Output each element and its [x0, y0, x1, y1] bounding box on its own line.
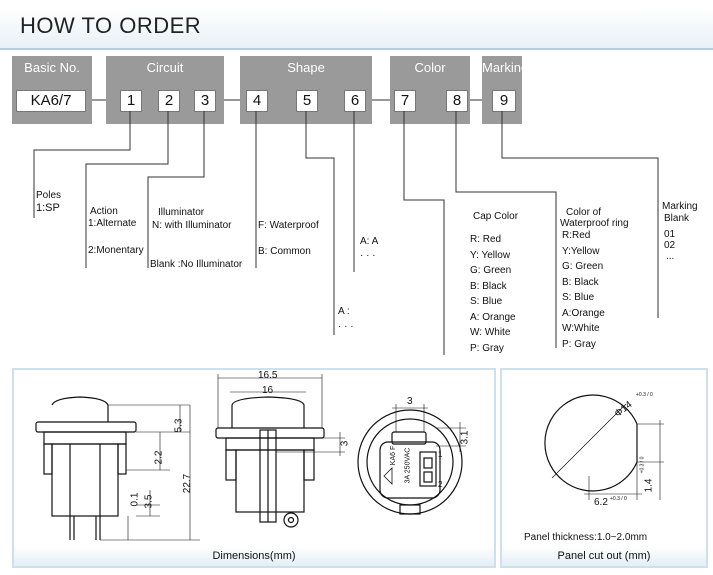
poles-title: Poles [36, 190, 62, 201]
cap-item: G: Green [470, 265, 512, 276]
marking-item-3: ... [666, 251, 675, 262]
shape-common: B: Common [258, 246, 311, 257]
cutout-dia-tol: +0.3 / 0 [636, 392, 653, 398]
ring-item: A:Orange [562, 307, 605, 319]
digit-box-8: 8 [446, 90, 468, 112]
dim-16: 16 [262, 385, 274, 396]
shape5-item: A : [338, 306, 350, 317]
digit-box-7: 7 [394, 90, 416, 112]
poles-item: 1:SP [36, 202, 60, 214]
dim-16-5: 16.5 [258, 370, 278, 381]
digit-box-1: 1 [120, 90, 142, 112]
ring-item: G: Green [562, 261, 604, 272]
shape5-more: · · · [338, 321, 354, 332]
illuminator-with: N: with Illuminator [152, 220, 232, 231]
digit-box-9: 9 [492, 90, 516, 112]
cap-item: R: Red [470, 234, 502, 245]
cap-item: W: White [470, 327, 511, 338]
ring-item: S: Blue [562, 292, 595, 303]
cutout-width-tol: +0.3 / 0 [610, 496, 627, 502]
cap-item: A: Orange [470, 311, 516, 323]
digit-box-6: 6 [344, 90, 366, 112]
page-title: HOW TO ORDER [20, 13, 202, 38]
shape6-more: · · · [360, 250, 376, 261]
marking-title-1: Marking [662, 201, 698, 212]
cap-item: P: Gray [470, 342, 504, 354]
terminal-2: 2 [438, 480, 443, 489]
cap-color-title: Cap Color [473, 211, 519, 222]
ring-item: R:Red [562, 230, 591, 241]
cutout-height-tol: +0.3 / 0 [639, 456, 646, 474]
digit-box-2: 2 [158, 90, 180, 112]
digit-box-4: 4 [246, 90, 268, 112]
shape-waterproof: F: Waterproof [258, 220, 319, 231]
cutout-panel: Panel cut out (mm) [500, 368, 708, 568]
ring-item: W:White [562, 323, 600, 334]
cap-item: S: Blue [470, 296, 503, 307]
terminal-1: 1 [438, 450, 443, 459]
ring-item: B: Black [562, 276, 599, 288]
cap-item: Y: Yellow [470, 249, 511, 261]
digit-box-5: 5 [296, 90, 318, 112]
dimensions-caption: Dimensions(mm) [14, 546, 494, 566]
cutout-width: 6.2 [594, 497, 608, 508]
illuminator-blank: Blank :No Illuminator [150, 259, 243, 270]
cutout-caption: Panel cut out (mm) [502, 546, 706, 566]
marking-item-1: 01 [664, 229, 676, 240]
illuminator-title: Illuminator [158, 207, 205, 218]
ring-color-title-1: Color of [566, 207, 602, 218]
cap-item: B: Black [470, 280, 507, 292]
digit-box-3: 3 [194, 90, 216, 112]
title-bar [0, 8, 713, 50]
ring-color-title-2: Waterproof ring [560, 218, 629, 229]
marking-item-2: 02 [664, 240, 676, 251]
dimensions-panel: Dimensions(mm) [12, 368, 496, 568]
action-title: Action [90, 206, 118, 217]
marking-title-2: Blank [664, 213, 690, 224]
dim-3-top: 3 [407, 396, 413, 407]
basic-value-box: KA6/7 [16, 90, 86, 112]
ring-item: P: Gray [562, 338, 596, 350]
panel-thickness: Panel thickness:1.0~2.0mm [524, 532, 648, 543]
ring-item: Y:Yellow [562, 245, 600, 257]
action-item-2: 2:Monentary [88, 245, 144, 256]
cutout-height: 1.4 [643, 478, 655, 493]
action-item-1: 1:Alternate [88, 218, 137, 229]
shape6-item: A: A [360, 236, 379, 247]
